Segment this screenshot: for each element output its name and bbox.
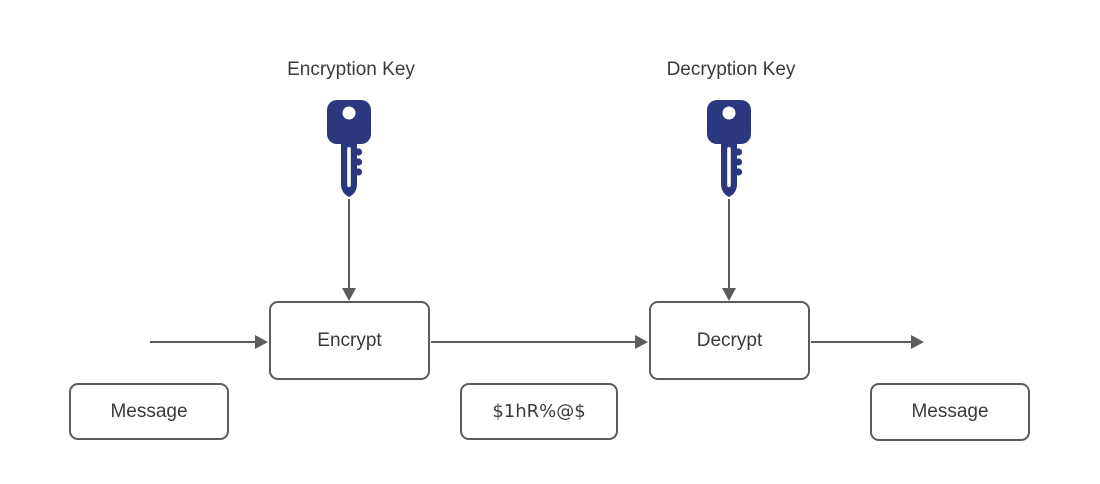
message-out-label: Message bbox=[911, 401, 989, 422]
encryption-key-label: Encryption Key bbox=[287, 59, 415, 80]
ciphertext-arrow-head bbox=[635, 335, 648, 349]
message-in-label: Message bbox=[110, 400, 188, 422]
ciphertext-box: $1hR%@$ bbox=[460, 383, 618, 440]
encrypt-box: Encrypt bbox=[269, 301, 430, 380]
message-in-box: Message bbox=[69, 383, 229, 440]
ciphertext-arrow-line bbox=[431, 341, 636, 343]
ciphertext-label: $1hR%@$ bbox=[492, 401, 586, 422]
input-arrow-head bbox=[255, 335, 268, 349]
encryption-key-icon bbox=[327, 100, 371, 197]
output-arrow-line bbox=[811, 341, 912, 343]
decryption-key-arrow-line bbox=[728, 199, 730, 289]
input-arrow-line bbox=[150, 341, 256, 343]
decryption-key-label: Decryption Key bbox=[666, 59, 796, 80]
encrypt-box-label: Encrypt bbox=[317, 329, 382, 351]
encryption-key-arrow-head bbox=[342, 288, 356, 301]
decryption-key-arrow-head bbox=[722, 288, 736, 301]
output-arrow-head bbox=[911, 335, 924, 349]
decryption-key-icon bbox=[707, 100, 751, 197]
decrypt-box-label: Decrypt bbox=[696, 329, 763, 351]
decrypt-box: Decrypt bbox=[649, 301, 810, 380]
encryption-key-arrow-line bbox=[348, 199, 350, 289]
message-out-box: Message bbox=[870, 383, 1030, 441]
